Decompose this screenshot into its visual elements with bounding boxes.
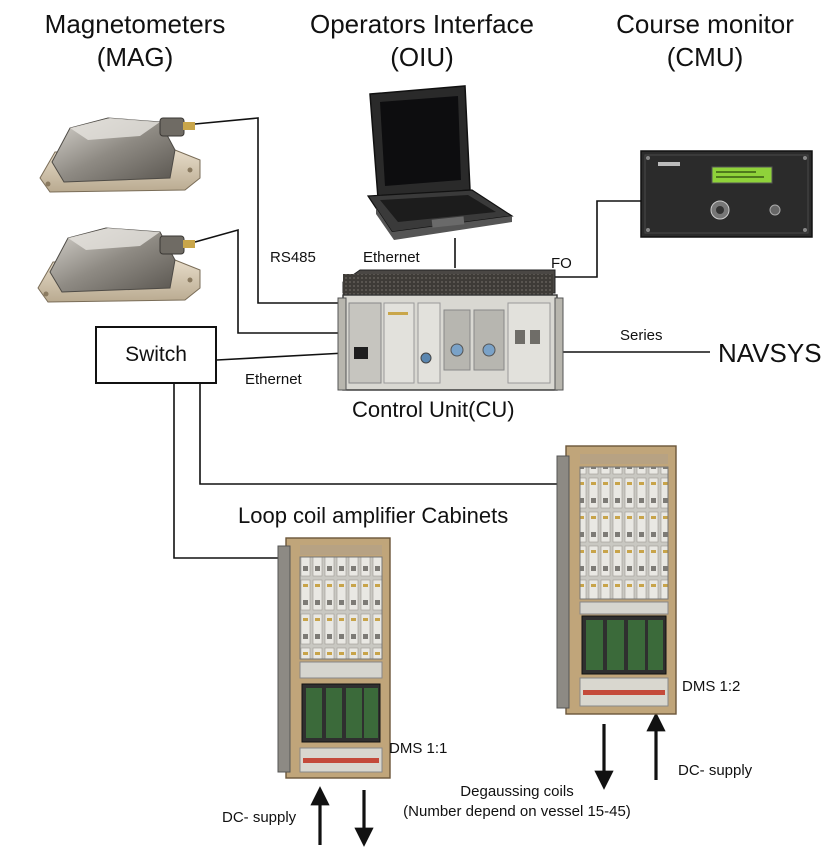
magnetometers-title: Magnetometers (MAG) — [25, 8, 245, 75]
course-monitor-title-line1: Course monitor — [616, 9, 794, 39]
laptop-icon — [366, 85, 514, 240]
magnetometers-title-line2: (MAG) — [96, 42, 174, 73]
ethernet-switch-label: Ethernet — [245, 371, 302, 388]
degaussing-coils-line1: Degaussing coils — [460, 783, 574, 800]
operators-interface-title-line2: (OIU) — [390, 42, 454, 73]
rack-control-unit-icon — [337, 269, 564, 391]
mag2-to-cu-line — [194, 228, 345, 334]
amplifier-cabinet-icon — [556, 445, 677, 715]
dc-supply-left-label: DC- supply — [222, 809, 297, 826]
operators-interface-title: Operators Interface (OIU) — [292, 8, 552, 75]
switch-to-cabinet2-line — [199, 384, 560, 485]
mag1-to-cu-line — [194, 117, 345, 304]
magnetometers-title-line1: Magnetometers — [44, 9, 226, 39]
switch-box: Switch — [95, 326, 217, 384]
dc-supply-right-label: DC- supply — [678, 762, 753, 779]
switch-to-cu-line — [216, 352, 346, 361]
dms-1-1-label: DMS 1:1 — [389, 740, 448, 757]
navsys-label: NAVSYS — [718, 338, 822, 368]
fo-label: FO — [551, 255, 572, 272]
degaussing-coils-label: Degaussing coils (Number depend on vesse… — [384, 782, 650, 823]
course-monitor-title-line2: (CMU) — [666, 42, 744, 73]
switch-label: Switch — [125, 343, 187, 366]
degaussing-coils-line2: (Number depend on vessel 15-45) — [403, 803, 631, 821]
rs485-label: RS485 — [270, 249, 316, 266]
magnetometer-sensor-icon — [37, 227, 201, 303]
series-label: Series — [620, 327, 663, 344]
course-monitor-title: Course monitor (CMU) — [600, 8, 810, 75]
magnetometer-sensor-icon — [39, 117, 201, 193]
ethernet-laptop-label: Ethernet — [363, 249, 420, 266]
course-monitor-panel-icon — [640, 150, 813, 238]
operators-interface-title-line1: Operators Interface — [310, 9, 534, 39]
cabinets-title: Loop coil amplifier Cabinets — [238, 503, 509, 528]
switch-to-cabinet1-line — [173, 384, 280, 559]
cu-to-cmu-line — [529, 200, 641, 278]
dms-1-2-label: DMS 1:2 — [682, 678, 741, 695]
amplifier-cabinet-icon — [277, 537, 391, 779]
control-unit-label: Control Unit(CU) — [352, 397, 515, 422]
